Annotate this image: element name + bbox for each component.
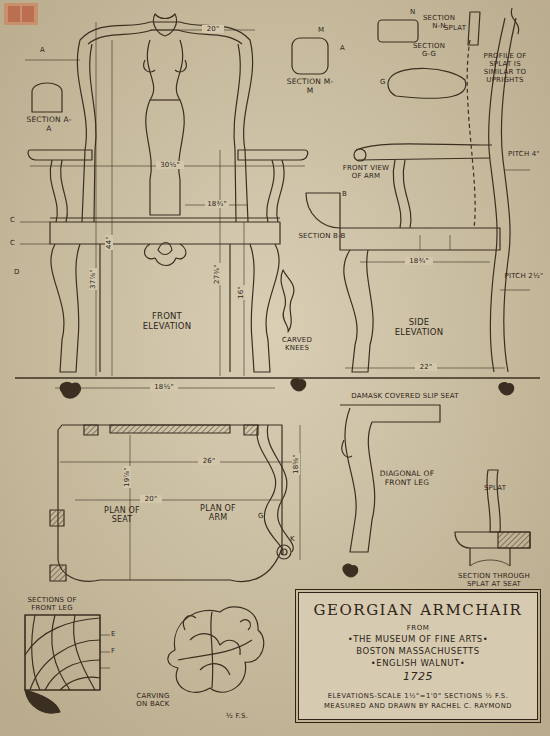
title-text: GEORGIAN ARMCHAIR — [314, 601, 523, 619]
view-label: PITCH 4" — [506, 150, 542, 158]
dimension: 18⅝" — [292, 453, 300, 475]
title-line: •ENGLISH WALNUT• — [371, 658, 465, 668]
dimension: 18¾" — [205, 200, 229, 208]
dimension: 20" — [140, 495, 162, 503]
dimension: 18½" — [150, 383, 178, 391]
section-letter: B — [342, 190, 347, 198]
dimension: 37⅞" — [89, 268, 97, 290]
view-label: PROFILE OF SPLAT IS SIMILAR TO UPRIGHTS — [474, 52, 536, 84]
view-label: DIAGONAL OF FRONT LEG — [376, 470, 438, 487]
view-label: SECTION THROUGH SPLAT AT SEAT — [446, 572, 542, 588]
dimension: 18¾" — [405, 257, 433, 265]
section-letter: A — [40, 46, 45, 54]
dimension: 30½" — [156, 161, 184, 169]
section-letter: C — [10, 216, 15, 224]
view-label: SECTION G-G — [408, 42, 450, 58]
view-label: SECTION B-B — [296, 232, 348, 240]
section-letter: F — [111, 647, 115, 655]
dimension: 16" — [237, 285, 245, 300]
view-label: ½ F.S. — [222, 712, 252, 720]
view-label: FRONT VIEW OF ARM — [340, 164, 392, 180]
section-letter: E — [111, 630, 116, 638]
view-label: SECTIONS OF FRONT LEG — [16, 596, 88, 612]
dimension: 20" — [202, 25, 224, 33]
view-label: FRONT ELEVATION — [132, 312, 202, 332]
dimension: 19⅞" — [123, 466, 131, 488]
title-line: •THE MUSEUM OF FINE ARTS• — [348, 634, 489, 644]
title-box: GEORGIAN ARMCHAIR FROM •THE MUSEUM OF FINE… — [298, 592, 538, 720]
section-letter: N — [410, 8, 415, 16]
view-label: SECTION M-M — [286, 78, 334, 95]
title-line: BOSTON MASSACHUSETTS — [356, 646, 479, 656]
section-letter: A — [340, 44, 345, 52]
dimension: 44" — [105, 235, 113, 250]
section-letter: K — [290, 535, 295, 543]
section-letter: G — [380, 78, 386, 86]
dimension: 26" — [198, 457, 220, 465]
view-label: CARVING ON BACK — [130, 692, 176, 708]
view-label: CARVED KNEES — [272, 336, 322, 352]
section-letter: C — [10, 239, 15, 247]
view-label: PITCH 2½" — [504, 272, 544, 280]
view-label: SPLAT — [478, 484, 512, 492]
title-line: MEASURED AND DRAWN BY RACHEL C. RAYMOND — [324, 702, 512, 710]
section-letter: M — [318, 26, 324, 34]
view-label: SIDE ELEVATION — [384, 318, 454, 338]
section-letter: G — [258, 512, 264, 520]
view-label: DAMASK COVERED SLIP SEAT — [350, 392, 460, 400]
view-label: SECTION A-A — [24, 116, 74, 133]
dimension: 27¾" — [213, 263, 221, 285]
view-label: PLAN OF ARM — [196, 504, 240, 522]
section-letter: D — [14, 268, 20, 276]
view-label: SPLAT — [440, 24, 470, 32]
dimension: 22" — [415, 363, 437, 371]
title-line: ELEVATIONS-SCALE 1½"=1'0" SECTIONS ½ F.S… — [328, 692, 509, 700]
title-line: FROM — [407, 624, 429, 632]
title-line: 1725 — [403, 670, 433, 683]
view-label: PLAN OF SEAT — [96, 506, 148, 524]
